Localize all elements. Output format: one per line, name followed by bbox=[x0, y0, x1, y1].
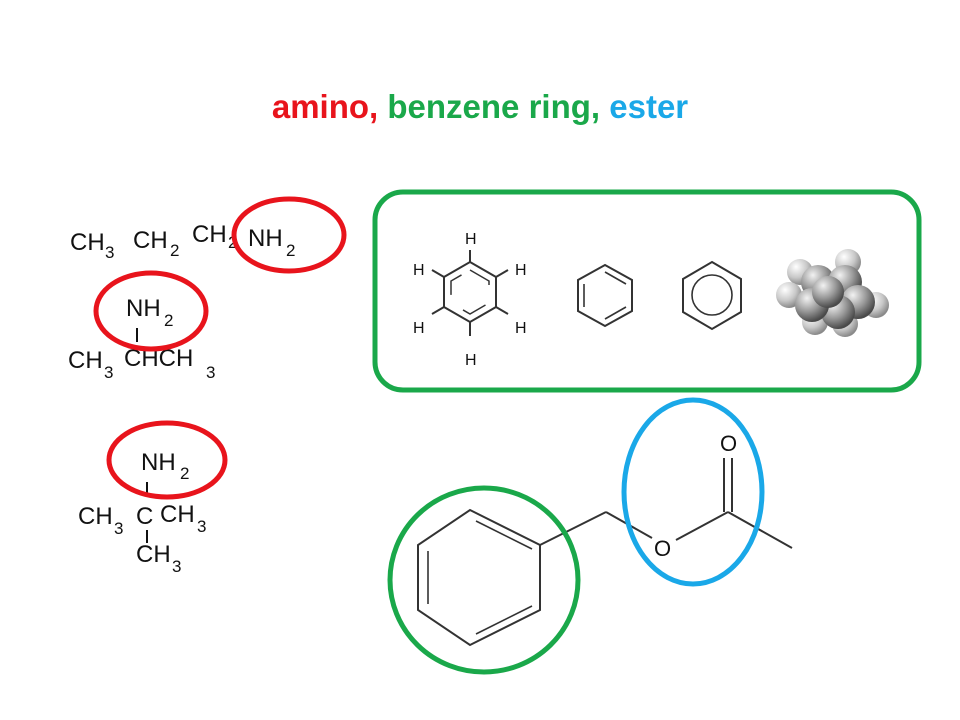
hydrogen-label: H bbox=[515, 262, 527, 279]
group-c: C bbox=[136, 503, 153, 530]
hydrogen-label: H bbox=[413, 320, 425, 337]
group-ch: CH bbox=[192, 221, 227, 248]
group-ch: CH bbox=[136, 541, 171, 568]
propylamine-formula: CH 3 CH 2 CH 2 NH 2 bbox=[70, 221, 295, 262]
benzene-ring-icon bbox=[577, 263, 633, 328]
hydrogen-label: H bbox=[413, 262, 425, 279]
amino-highlight-circle bbox=[231, 196, 347, 274]
subscript: 3 bbox=[206, 363, 215, 382]
subscript: 3 bbox=[197, 517, 206, 536]
amino-highlight-circle bbox=[106, 420, 228, 500]
subscript: 3 bbox=[104, 363, 113, 382]
group-ch: CH bbox=[78, 503, 113, 530]
group-ch: CH bbox=[133, 227, 168, 254]
group-ch: CH bbox=[160, 501, 195, 528]
benzene-space-filling-model-icon bbox=[776, 249, 889, 337]
isopropylamine-formula: NH 2 CH 3 CHCH 3 bbox=[68, 295, 215, 382]
oxygen-label: O bbox=[720, 431, 737, 456]
subscript: 2 bbox=[286, 241, 295, 260]
group-ch: CH bbox=[68, 347, 103, 374]
benzene-kekule-structure-icon: H H H H H H bbox=[413, 231, 527, 369]
hydrogen-label: H bbox=[515, 320, 527, 337]
ester-highlight-circle bbox=[621, 397, 765, 587]
group-ch: CH bbox=[70, 229, 105, 256]
slide-title: amino, benzene ring, ester bbox=[0, 88, 960, 126]
subscript: 2 bbox=[164, 311, 173, 330]
hydrogen-label: H bbox=[465, 352, 477, 369]
title-ester: ester bbox=[609, 88, 689, 125]
group-nh: NH bbox=[141, 449, 176, 476]
group-nh: NH bbox=[248, 225, 283, 252]
oxygen-label: O bbox=[654, 536, 671, 561]
tert-butylamine-formula: NH 2 CH 3 C CH 3 CH 3 bbox=[78, 449, 206, 576]
subscript: 3 bbox=[105, 243, 114, 262]
group-nh: NH bbox=[126, 295, 161, 322]
subscript: 2 bbox=[180, 464, 189, 483]
hydrogen-label: H bbox=[465, 231, 477, 248]
title-benzene-ring: benzene ring, bbox=[387, 88, 601, 125]
subscript: 3 bbox=[114, 519, 123, 538]
title-separator: , bbox=[369, 88, 388, 125]
subscript: 3 bbox=[172, 557, 181, 576]
benzyl-acetate-structure: O O bbox=[417, 431, 793, 647]
amino-highlight-circle bbox=[93, 270, 209, 352]
benzene-ring-highlight-circle bbox=[387, 485, 581, 675]
title-amino: amino bbox=[271, 88, 370, 125]
benzene-representations-box bbox=[372, 189, 922, 393]
subscript: 2 bbox=[170, 241, 179, 260]
benzene-aromatic-circle-icon bbox=[682, 260, 742, 331]
